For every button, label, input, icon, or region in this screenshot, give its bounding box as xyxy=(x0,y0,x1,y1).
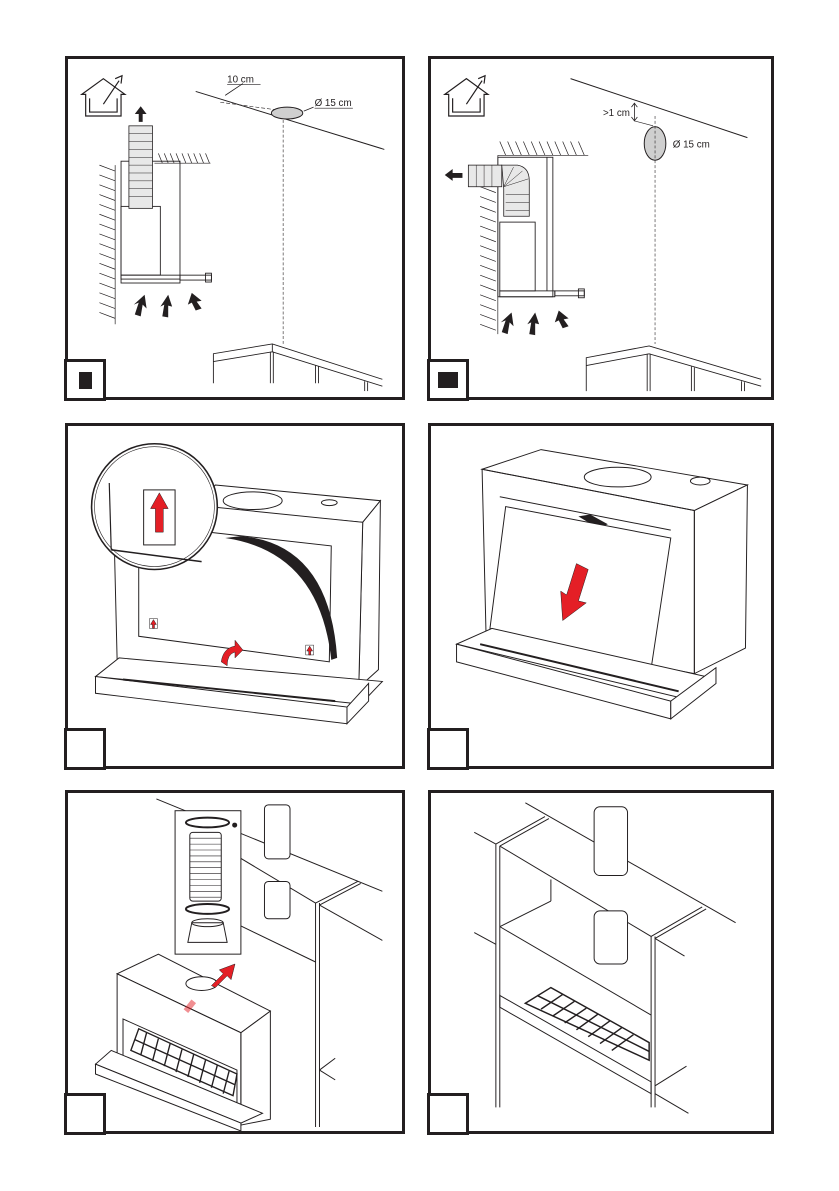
elbow-duct xyxy=(468,165,529,216)
worktop xyxy=(213,344,382,391)
panel-installed-in-cabinet xyxy=(428,790,774,1134)
flex-duct xyxy=(264,805,290,919)
step-marker xyxy=(427,359,469,401)
illustration-lower-panel xyxy=(431,426,771,766)
step-marker xyxy=(64,359,106,401)
grease-filter-grid xyxy=(525,988,649,1061)
kit-callout: ● xyxy=(175,811,241,954)
kit-marker: ● xyxy=(231,818,238,831)
step-marker xyxy=(427,1093,469,1135)
step-marker-glyph xyxy=(79,372,92,389)
diameter-label: Ø 15 cm xyxy=(673,139,710,150)
wall-hatch xyxy=(99,165,115,324)
airflow-left-arrow xyxy=(445,169,463,181)
step-marker-glyph xyxy=(438,372,458,388)
illustration-vertical-duct: 10 cm Ø 15 cm xyxy=(68,59,402,397)
illustration-duct-kit: ● xyxy=(68,793,402,1131)
house-vent-icon xyxy=(445,76,488,116)
ceiling-line xyxy=(196,91,385,149)
offset-label: >1 cm xyxy=(603,108,630,119)
step-marker xyxy=(427,728,469,770)
panel-fit-duct-kit: ● xyxy=(65,790,405,1134)
panel-lower-filter-panel xyxy=(428,423,774,769)
worktop xyxy=(586,346,761,391)
ceiling-hatch xyxy=(498,142,588,156)
illustration-horizontal-duct: >1 cm Ø 15 cm xyxy=(431,59,771,397)
step-marker xyxy=(64,1093,106,1135)
house-vent-icon xyxy=(82,76,125,116)
diameter-label: Ø 15 cm xyxy=(315,98,352,109)
step-marker xyxy=(64,728,106,770)
panel-remove-filter-panel xyxy=(65,423,405,769)
panel-ducted-horizontal: >1 cm Ø 15 cm xyxy=(428,56,774,400)
duct-hole xyxy=(271,107,302,119)
illustration-remove-panel xyxy=(68,426,402,766)
illustration-installed xyxy=(431,793,771,1131)
flex-duct xyxy=(594,807,627,964)
magnifier-callout xyxy=(92,444,218,570)
vertical-duct xyxy=(129,126,153,209)
offset-label: 10 cm xyxy=(227,75,254,86)
hood-unit xyxy=(96,954,271,1131)
airflow-up-arrow xyxy=(135,106,147,122)
intake-arrows xyxy=(134,293,202,318)
ceiling-hatch xyxy=(154,153,210,163)
panel-ducted-vertical: 10 cm Ø 15 cm xyxy=(65,56,405,400)
insert-arrow-icon xyxy=(211,964,235,988)
intake-arrows xyxy=(501,311,569,336)
